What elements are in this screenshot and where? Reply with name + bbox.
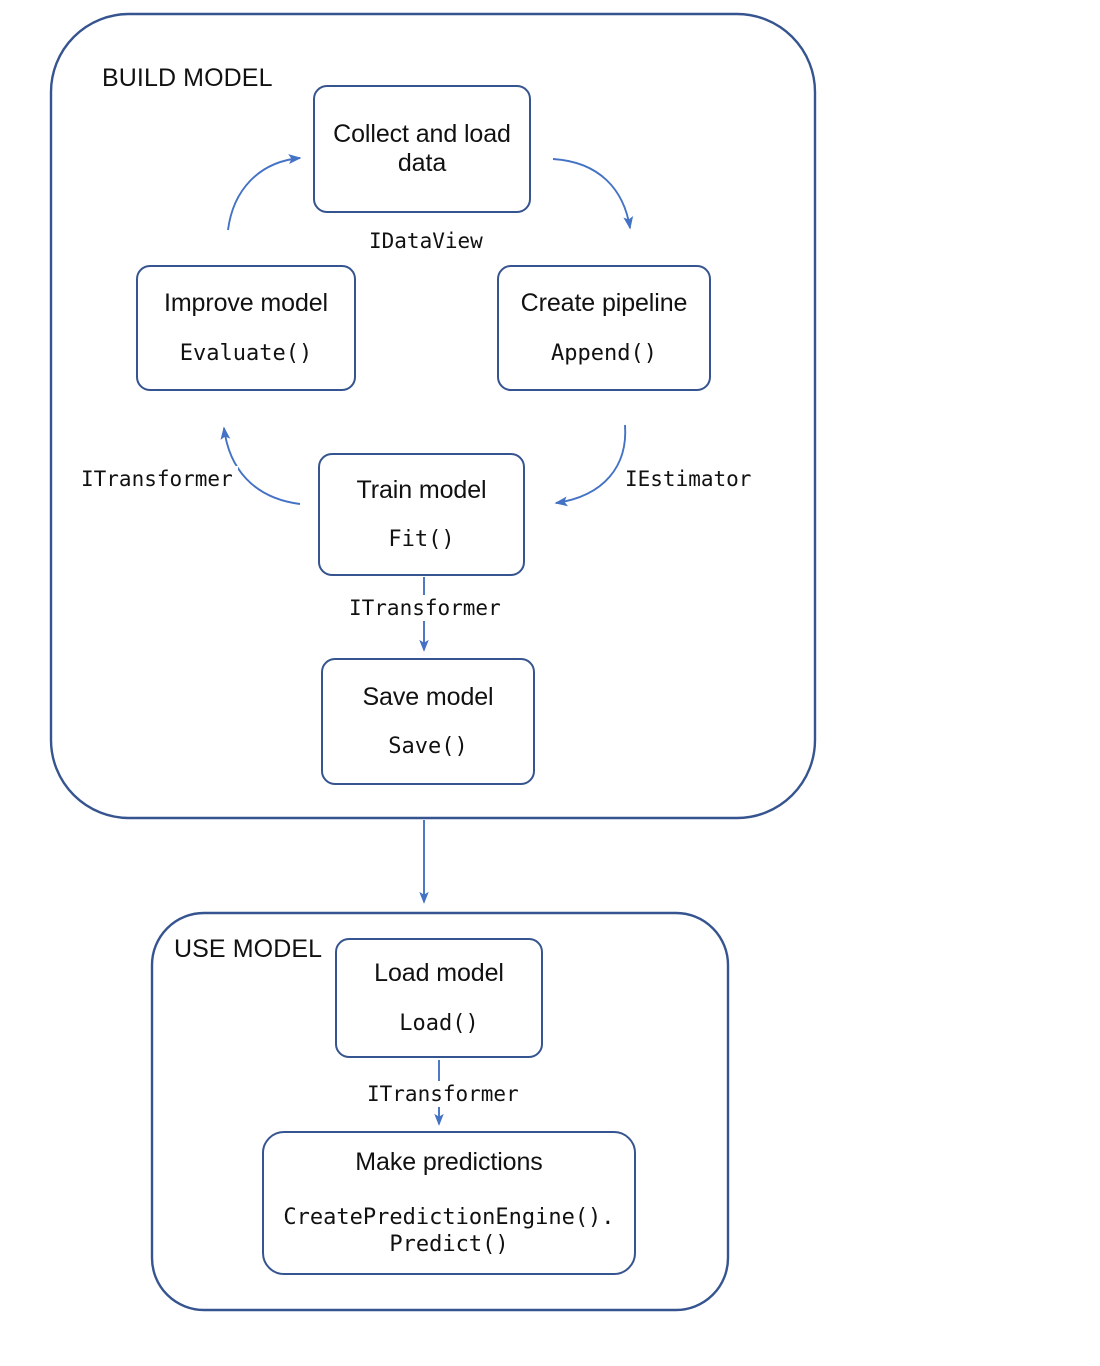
node-title: Improve model (163, 289, 329, 318)
use-model-label: USE MODEL (174, 935, 323, 963)
use-model-container (150, 911, 730, 1312)
node-create-pipeline[interactable]: Create pipeline Append() (497, 265, 711, 391)
edge-label-itransformer-save: ITransformer (344, 595, 506, 621)
node-load-model[interactable]: Load model Load() (335, 938, 543, 1058)
build-model-container (49, 12, 817, 820)
node-title: Load model (374, 959, 504, 988)
node-title: Save model (362, 682, 494, 711)
edge-label-iestimator: IEstimator (620, 466, 757, 492)
node-api: Append() (551, 340, 657, 366)
node-title: Create pipeline (520, 289, 688, 318)
edge-label-idataview: IDataView (364, 228, 488, 254)
node-title: Train model (356, 475, 487, 504)
edge-train-to-improve (220, 426, 301, 505)
node-api: Load() (399, 1010, 479, 1036)
node-title: Make predictions (355, 1147, 543, 1176)
node-api: Save() (388, 734, 468, 760)
node-save-model[interactable]: Save model Save() (321, 658, 535, 785)
edge-label-itransformer-predict: ITransformer (362, 1081, 524, 1107)
node-api: Fit() (388, 527, 455, 553)
build-model-label: BUILD MODEL (102, 64, 273, 92)
node-api: Evaluate() (179, 340, 313, 366)
node-title: Collect and load data (333, 119, 511, 178)
node-improve-model[interactable]: Improve model Evaluate() (136, 265, 356, 391)
edge-pipeline-to-train (554, 424, 627, 507)
node-train-model[interactable]: Train model Fit() (318, 453, 525, 576)
edge-improve-to-collect (227, 154, 302, 231)
edge-label-itransformer-improve: ITransformer (76, 466, 238, 492)
node-collect-and-load-data[interactable]: Collect and load data (313, 85, 531, 213)
edge-collect-to-pipeline (552, 158, 634, 230)
node-api: CreatePredictionEngine(). Predict() (283, 1205, 615, 1257)
node-make-predictions[interactable]: Make predictions CreatePredictionEngine(… (262, 1131, 636, 1275)
